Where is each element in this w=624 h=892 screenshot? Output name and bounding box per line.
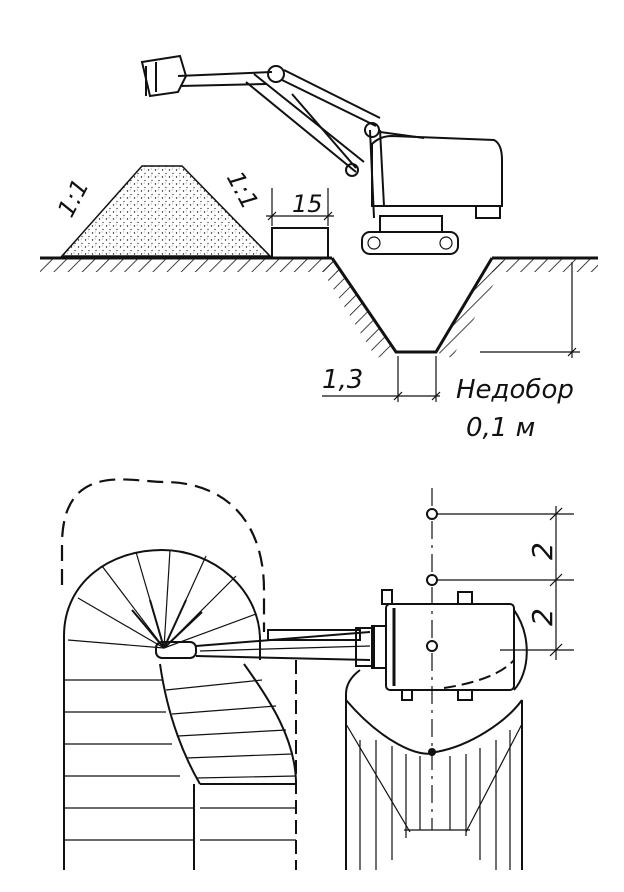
underexcavation-value: 0,1 м — [466, 413, 535, 443]
excavator — [140, 54, 503, 255]
reach-boundary — [60, 478, 266, 632]
spoil-heap — [60, 165, 272, 257]
swing-band — [159, 660, 297, 870]
step-lower-label: 2 — [526, 608, 559, 626]
bottom-width-label: 1,3 — [322, 365, 363, 395]
step-upper-label: 2 — [526, 542, 559, 560]
slope-left-label: 1:1 — [52, 174, 95, 221]
underexcavation-label: Недобор — [456, 375, 574, 405]
previous-cut-outline — [63, 548, 261, 870]
new-trench — [345, 669, 523, 870]
berm-block — [266, 188, 334, 259]
plan-view: 2 2 — [60, 478, 574, 870]
boom-plan — [195, 625, 387, 669]
trench — [318, 257, 580, 402]
slope-right-label: 1:1 — [221, 167, 264, 214]
berm-width-label: 15 — [292, 190, 323, 218]
left-strip — [64, 679, 195, 870]
excavator-plan — [381, 589, 528, 701]
section-view: 1:1 1:1 15 1,3 Недобор — [40, 54, 598, 443]
sector-lines — [67, 549, 257, 649]
axis-and-stations — [426, 488, 574, 830]
bucket-plan — [155, 641, 197, 659]
